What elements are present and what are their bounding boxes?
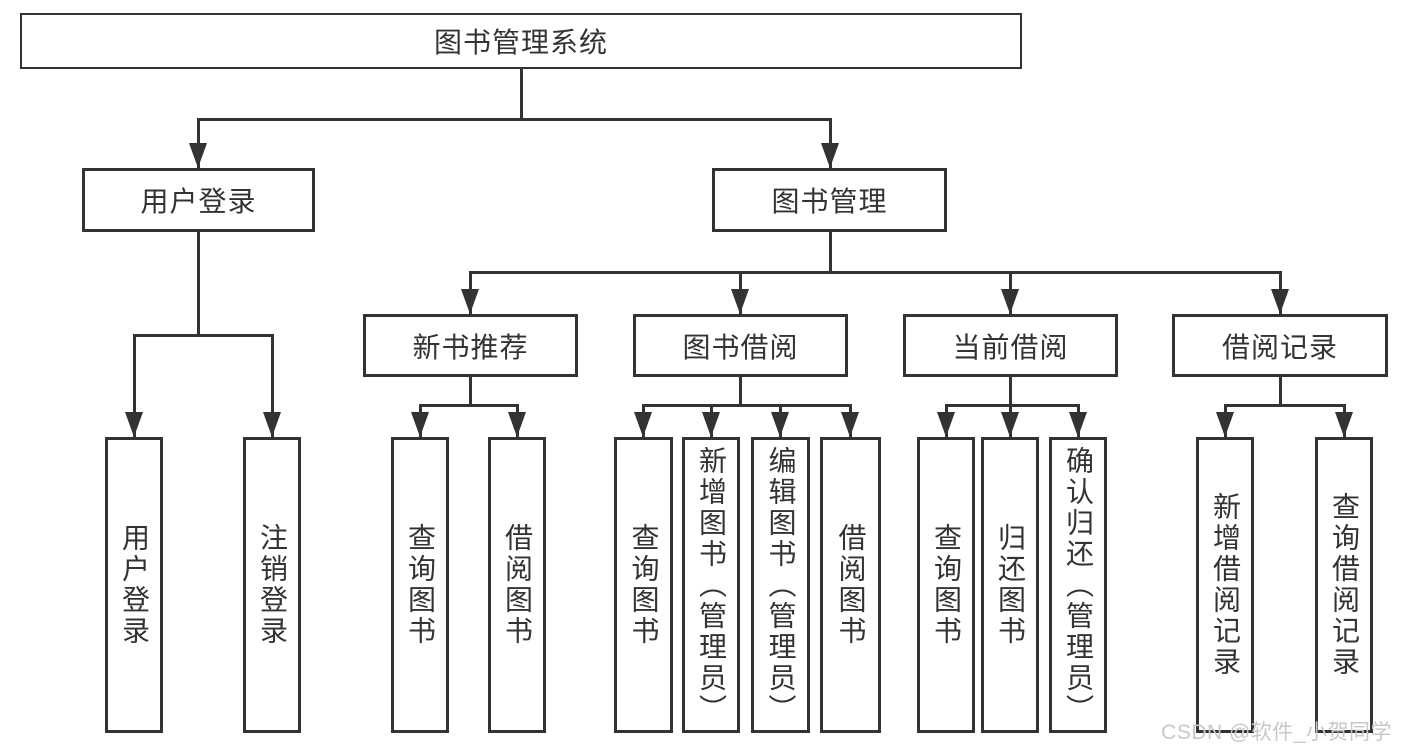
- arrowhead-user-login: [189, 143, 207, 168]
- arrowhead-bb-borrow: [841, 412, 859, 437]
- leaf-bb-edit-books-admin: 编辑图书（管理员）: [751, 437, 810, 733]
- leaf-br-query-record: 查询借阅记录: [1315, 437, 1373, 733]
- csdn-watermark: CSDN @软件_小贺同学: [1161, 721, 1392, 744]
- arrowhead-cb-return: [1001, 412, 1019, 437]
- arrowhead-nbr-borrow: [508, 412, 526, 437]
- leaf-bb-borrow-books: 借阅图书: [820, 437, 881, 733]
- node-label: 新书推荐: [412, 331, 529, 363]
- leaf-bb-query-books: 查询图书: [614, 437, 673, 733]
- leaf-label: 新增图书（管理员）: [696, 445, 727, 725]
- arrowhead-new-book-rec: [461, 289, 479, 314]
- edge-nbr-crossbar: [419, 404, 519, 407]
- leaf-label: 借阅图书: [502, 523, 533, 647]
- edge-drop-logout: [271, 335, 274, 437]
- leaf-label: 注销登录: [257, 523, 288, 647]
- arrowhead-current-borrow: [1001, 289, 1019, 314]
- node-borrowing-records: 借阅记录: [1172, 314, 1388, 377]
- leaf-cb-return-books: 归还图书: [981, 437, 1039, 733]
- node-book-borrowing: 图书借阅: [633, 314, 848, 377]
- arrowhead-br-add: [1216, 412, 1234, 437]
- arrowhead-book-mgmt: [821, 143, 839, 168]
- leaf-cb-confirm-return-admin: 确认归还（管理员）: [1049, 437, 1107, 733]
- leaf-label: 归还图书: [995, 523, 1026, 647]
- leaf-label: 编辑图书（管理员）: [765, 445, 797, 725]
- node-label: 图书管理: [771, 186, 888, 217]
- leaf-br-add-record: 新增借阅记录: [1196, 437, 1254, 733]
- node-user-login: 用户登录: [82, 168, 315, 232]
- arrowhead-cb-confirm: [1069, 412, 1087, 437]
- edge-drop-user-login-leaf: [133, 335, 136, 437]
- arrowhead-nbr-query: [411, 412, 429, 437]
- node-book-management: 图书管理: [712, 168, 947, 232]
- edge-book-mgmt-stem: [829, 232, 832, 272]
- node-label: 借阅记录: [1221, 331, 1338, 363]
- arrowhead-book-borrow: [731, 289, 749, 314]
- leaf-label: 新增借阅记录: [1210, 492, 1241, 678]
- node-label: 当前借阅: [952, 331, 1069, 363]
- leaf-logout: 注销登录: [243, 437, 301, 733]
- arrowhead-bb-add: [702, 412, 720, 437]
- node-label: 用户登录: [140, 186, 257, 217]
- leaf-label: 确认归还（管理员）: [1063, 445, 1094, 725]
- edge-br-stem: [1279, 377, 1282, 405]
- node-current-borrowing: 当前借阅: [903, 314, 1118, 377]
- edge-nbr-stem: [469, 377, 472, 405]
- node-label: 图书借阅: [682, 331, 799, 363]
- leaf-bb-add-books-admin: 新增图书（管理员）: [682, 437, 740, 733]
- edge-bb-crossbar: [642, 404, 852, 407]
- arrowhead-br-query: [1335, 412, 1353, 437]
- leaf-nbr-query-books: 查询图书: [391, 437, 449, 733]
- arrowhead-user-login-leaf: [125, 412, 143, 437]
- leaf-nbr-borrow-books: 借阅图书: [488, 437, 546, 733]
- arrowhead-borrow-records: [1271, 289, 1289, 314]
- arrowhead-bb-edit: [771, 412, 789, 437]
- edge-br-crossbar: [1224, 404, 1346, 407]
- arrowhead-cb-query: [937, 412, 955, 437]
- leaf-label: 查询借阅记录: [1329, 492, 1360, 678]
- edge-root-stem: [520, 69, 523, 120]
- edge-cb-stem: [1009, 377, 1012, 405]
- node-label: 图书管理系统: [433, 27, 608, 58]
- node-library-management-system: 图书管理系统: [20, 13, 1022, 69]
- node-new-book-recommend: 新书推荐: [363, 314, 578, 377]
- arrowhead-logout: [263, 412, 281, 437]
- arrowhead-bb-query: [634, 412, 652, 437]
- leaf-cb-query-books: 查询图书: [917, 437, 975, 733]
- leaf-label: 借阅图书: [835, 523, 867, 647]
- edge-cb-crossbar: [945, 404, 1080, 407]
- edge-user-login-crossbar: [133, 334, 274, 337]
- edge-bb-stem: [739, 377, 742, 405]
- edge-user-login-stem: [197, 232, 200, 335]
- leaf-label: 查询图书: [931, 523, 962, 647]
- leaf-label: 查询图书: [405, 523, 436, 647]
- edge-root-crossbar: [197, 118, 832, 121]
- leaf-user-login: 用户登录: [105, 437, 163, 733]
- leaf-label: 用户登录: [119, 523, 150, 647]
- edge-book-mgmt-crossbar: [469, 271, 1282, 274]
- leaf-label: 查询图书: [628, 523, 660, 647]
